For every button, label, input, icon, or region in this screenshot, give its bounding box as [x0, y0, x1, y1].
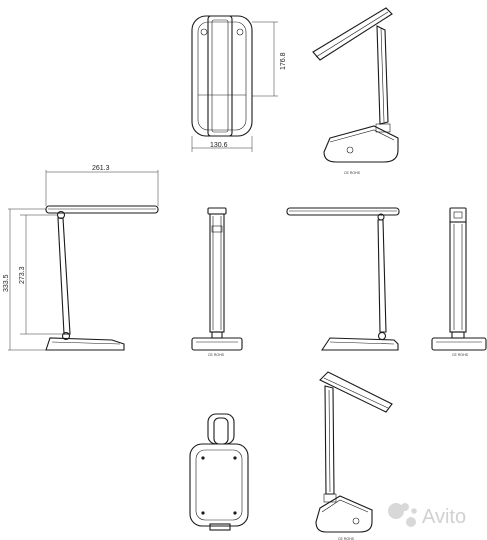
stem-height-dimension: 273.3	[19, 214, 64, 335]
total-height-label: 333.5	[3, 274, 10, 292]
top-depth-dimension: 176.8	[252, 21, 287, 97]
back-view: CE ROHS	[431, 207, 487, 357]
top-width-dimension: 130.6	[191, 136, 253, 152]
svg-text:CE ROHS: CE ROHS	[338, 537, 355, 540]
perspective-view-bottom: CE ROHS	[315, 371, 393, 540]
svg-text:CE ROHS: CE ROHS	[452, 353, 469, 357]
arm-length-dimension: 261.3	[45, 165, 159, 206]
total-height-dimension: 333.5	[3, 208, 46, 351]
avito-watermark: Avito	[388, 503, 466, 528]
perspective-view-top: CE ROHS	[312, 7, 399, 175]
avito-brand-text: Avito	[422, 506, 466, 528]
top-view: 176.8 130.6	[191, 15, 287, 152]
width-top-label: 130.6	[210, 142, 228, 149]
svg-text:CE ROHS: CE ROHS	[208, 353, 225, 357]
arm-length-label: 261.3	[92, 165, 110, 172]
avito-dots-icon	[388, 503, 417, 527]
stem-height-label: 273.3	[19, 266, 26, 284]
front-view: CE ROHS	[191, 207, 243, 357]
svg-text:CE ROHS: CE ROHS	[344, 171, 361, 175]
side-view-dimensioned: 261.3 333.5 273.3	[3, 165, 159, 351]
bottom-view	[189, 413, 249, 531]
side-view-b	[286, 207, 400, 351]
depth-top-label: 176.8	[280, 52, 287, 70]
